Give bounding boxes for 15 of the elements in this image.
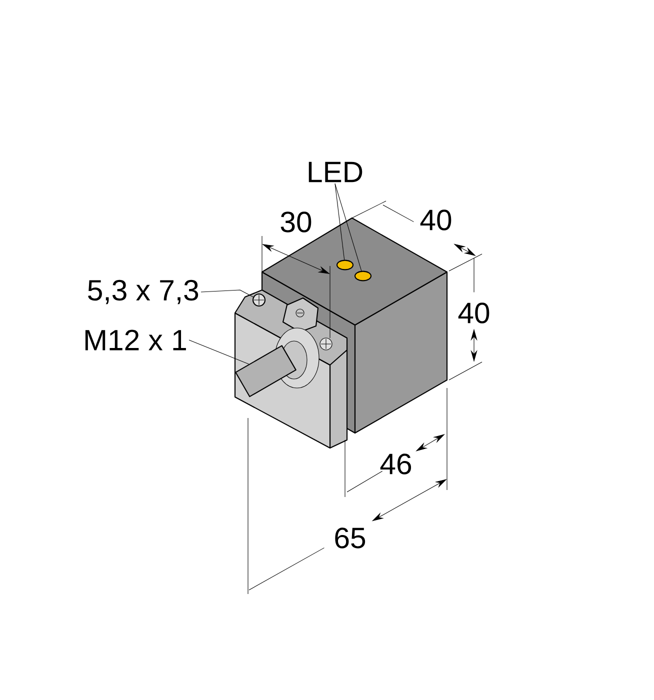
dimension-label: 40 [458, 302, 490, 324]
callout-label: 5,3 x 7,3 [88, 280, 198, 304]
led-indicator [336, 260, 354, 270]
dimension-label: 46 [380, 454, 412, 474]
leader-line [334, 183, 362, 272]
callout-label: LED [308, 162, 362, 182]
connector-plug [235, 345, 296, 398]
dimension-label: 40 [420, 210, 452, 230]
callout-label: M12 x 1 [85, 330, 186, 350]
leader-line [334, 183, 345, 260]
leader-line [200, 290, 254, 298]
dimension-label: 30 [280, 212, 312, 232]
led-indicator [354, 270, 372, 282]
leader-line [188, 340, 250, 364]
dimension-label: 65 [335, 528, 366, 548]
